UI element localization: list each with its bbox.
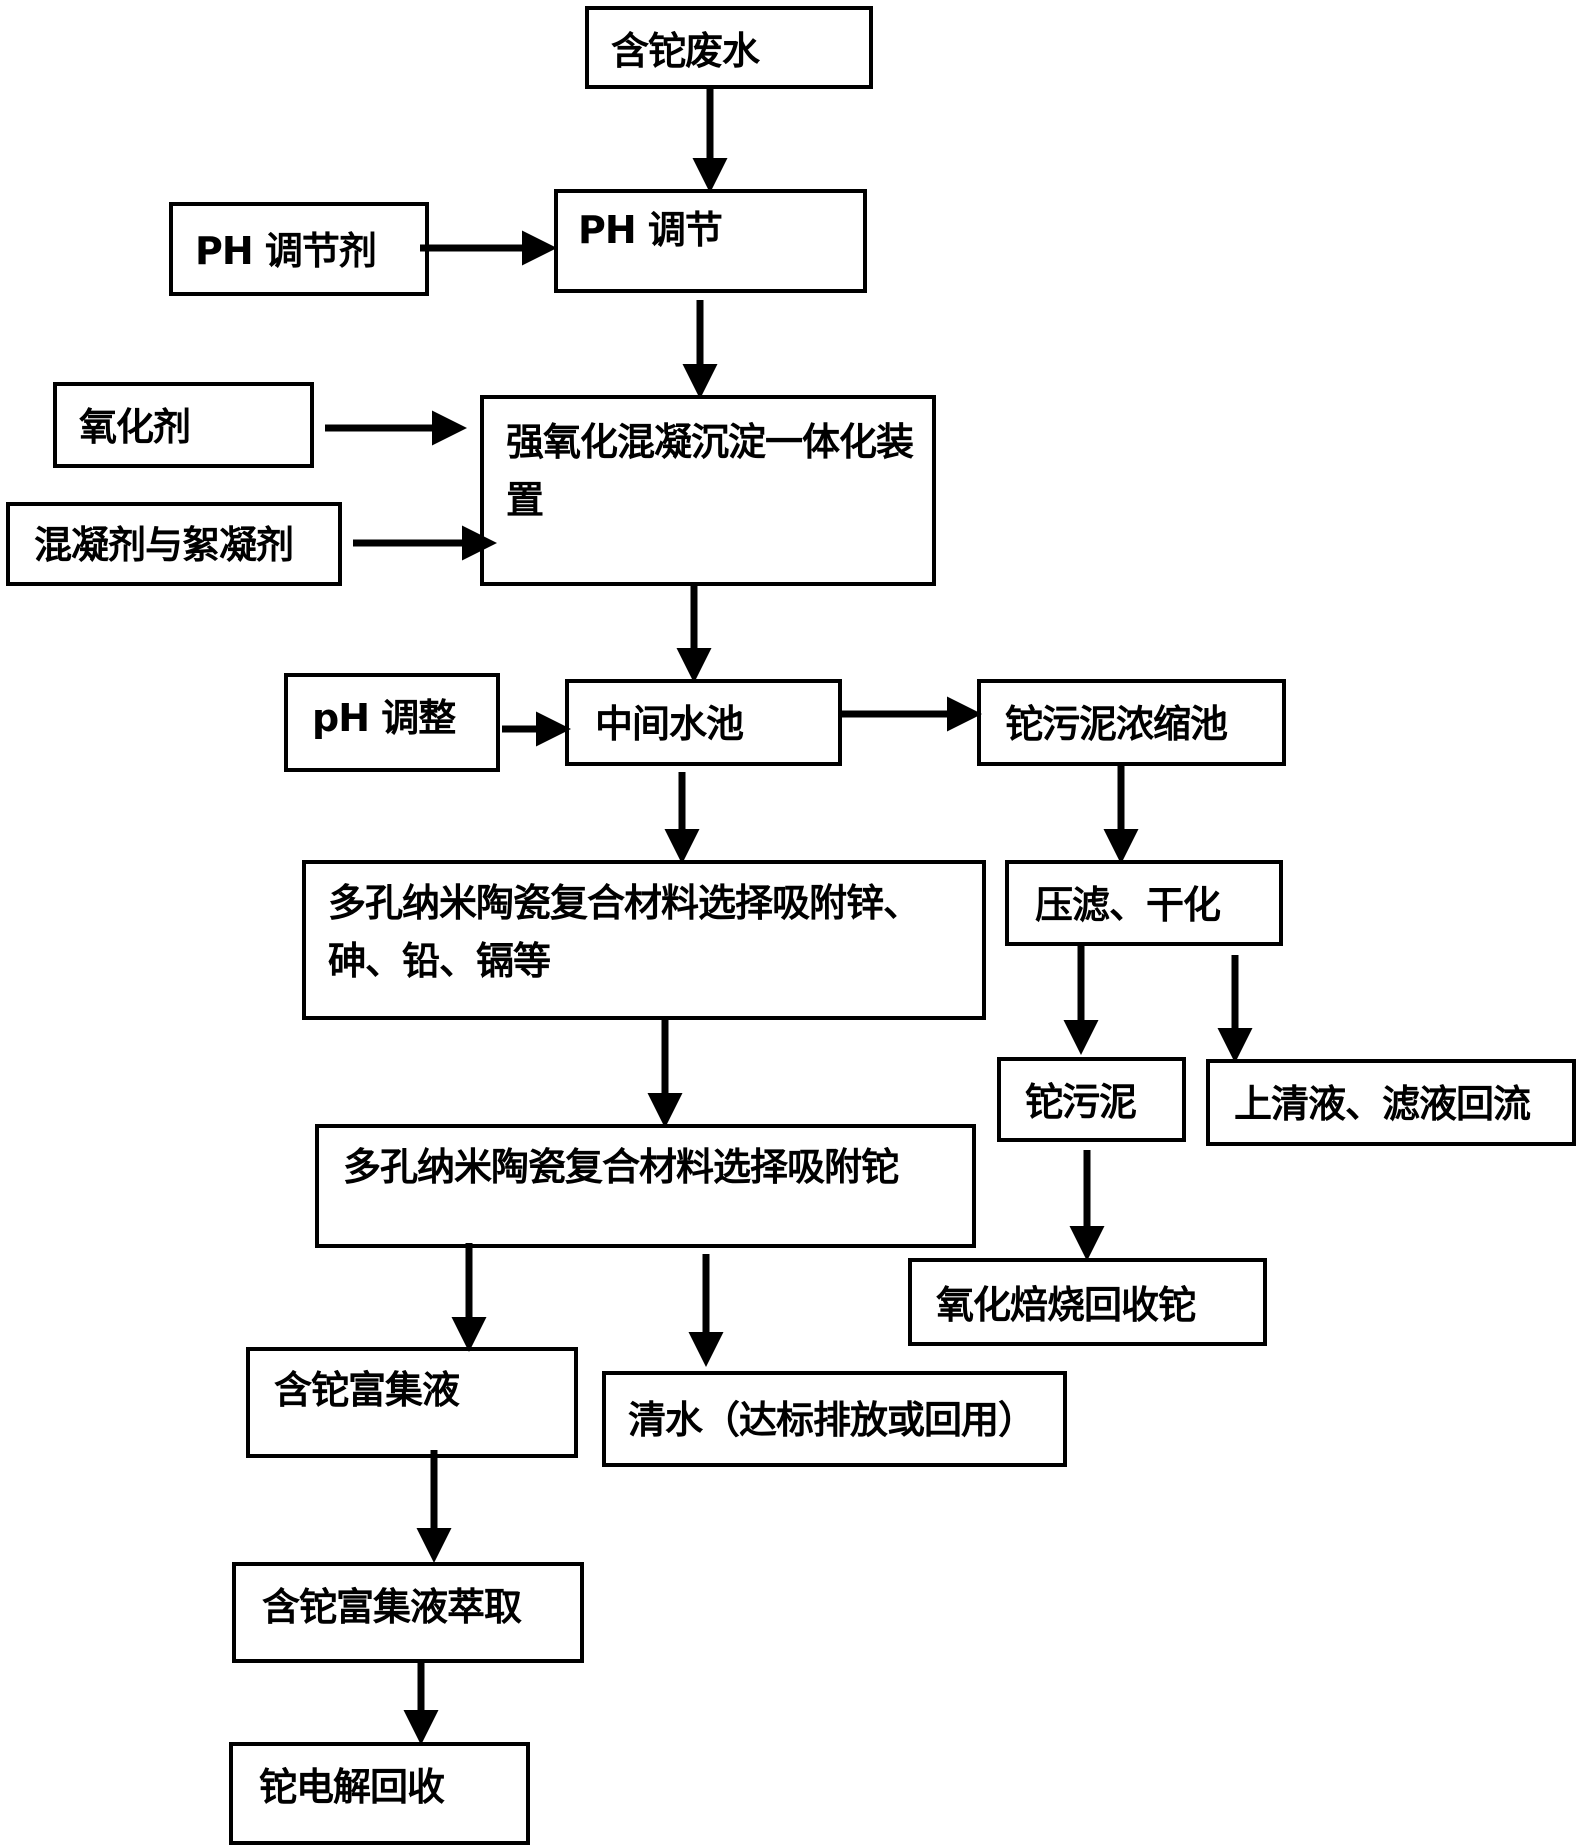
node-label: 上清液、滤液回流 [1234, 1082, 1531, 1126]
node-label: 含铊富集液萃取 [262, 1585, 522, 1629]
node-label: 氧化焙烧回收铊 [936, 1283, 1196, 1327]
node-oxidant: 氧化剂 [53, 382, 314, 468]
node-ph-tune: pH 调整 [284, 673, 500, 772]
node-extraction: 含铊富集液萃取 [232, 1562, 584, 1663]
node-coagulant: 混凝剂与絮凝剂 [6, 502, 342, 586]
node-label: 含铊富集液 [274, 1368, 460, 1412]
node-clean-water: 清水（达标排放或回用） [602, 1371, 1067, 1467]
node-label: 多孔纳米陶瓷复合材料选择吸附锌、砷、铅、镉等 [328, 881, 921, 983]
node-label: 氧化剂 [79, 405, 191, 449]
node-ph-adjust: PH 调节 [554, 189, 867, 293]
node-label: pH 调整 [312, 696, 456, 740]
node-tl-sludge: 铊污泥 [997, 1057, 1186, 1142]
node-label: 混凝剂与絮凝剂 [34, 523, 294, 567]
node-label: 强氧化混凝沉淀一体化装置 [506, 420, 914, 522]
node-label: 多孔纳米陶瓷复合材料选择吸附铊 [343, 1145, 899, 1189]
node-supernatant-return: 上清液、滤液回流 [1206, 1059, 1576, 1146]
node-label: PH 调节 [578, 208, 723, 252]
node-label: 铊电解回收 [259, 1765, 445, 1809]
node-label: PH 调节剂 [195, 229, 377, 273]
node-wastewater: 含铊废水 [585, 6, 873, 89]
node-oxidation-unit: 强氧化混凝沉淀一体化装置 [480, 395, 936, 586]
node-middle-pool: 中间水池 [565, 679, 842, 766]
node-label: 铊污泥浓缩池 [1005, 702, 1228, 746]
node-filter-dry: 压滤、干化 [1005, 860, 1283, 946]
node-label: 含铊废水 [611, 29, 760, 73]
node-label: 铊污泥 [1025, 1080, 1137, 1124]
node-label: 清水（达标排放或回用） [628, 1398, 1036, 1442]
node-label: 中间水池 [595, 702, 744, 746]
node-ph-agent: PH 调节剂 [169, 202, 429, 296]
node-sludge-thickener: 铊污泥浓缩池 [977, 679, 1286, 766]
node-adsorb-others: 多孔纳米陶瓷复合材料选择吸附锌、砷、铅、镉等 [302, 860, 986, 1020]
node-label: 压滤、干化 [1035, 883, 1221, 927]
node-electrolysis: 铊电解回收 [229, 1742, 530, 1845]
node-tl-enriched: 含铊富集液 [246, 1347, 578, 1458]
node-adsorb-tl: 多孔纳米陶瓷复合材料选择吸附铊 [315, 1124, 976, 1248]
